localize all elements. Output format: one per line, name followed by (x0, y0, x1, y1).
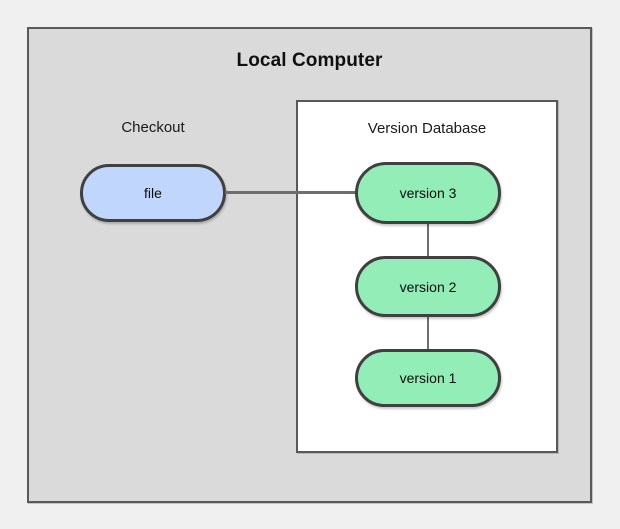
node-version-3-label: version 3 (399, 185, 457, 201)
node-version-2[interactable]: version 2 (355, 256, 501, 317)
connector-file-to-version-3 (225, 191, 356, 194)
connector-version-3-to-version-2 (427, 223, 429, 257)
node-file[interactable]: file (80, 164, 226, 222)
node-file-label: file (144, 185, 162, 201)
node-version-3[interactable]: version 3 (355, 162, 501, 224)
checkout-group-label: Checkout (121, 119, 185, 136)
version-database-title: Version Database (367, 120, 487, 137)
node-version-2-label: version 2 (399, 278, 457, 295)
local-computer-title: Local Computer (236, 50, 383, 71)
node-version-1-label: version 1 (399, 370, 457, 386)
node-version-1[interactable]: version 1 (355, 349, 501, 407)
connector-version-2-to-version-1 (427, 316, 429, 350)
